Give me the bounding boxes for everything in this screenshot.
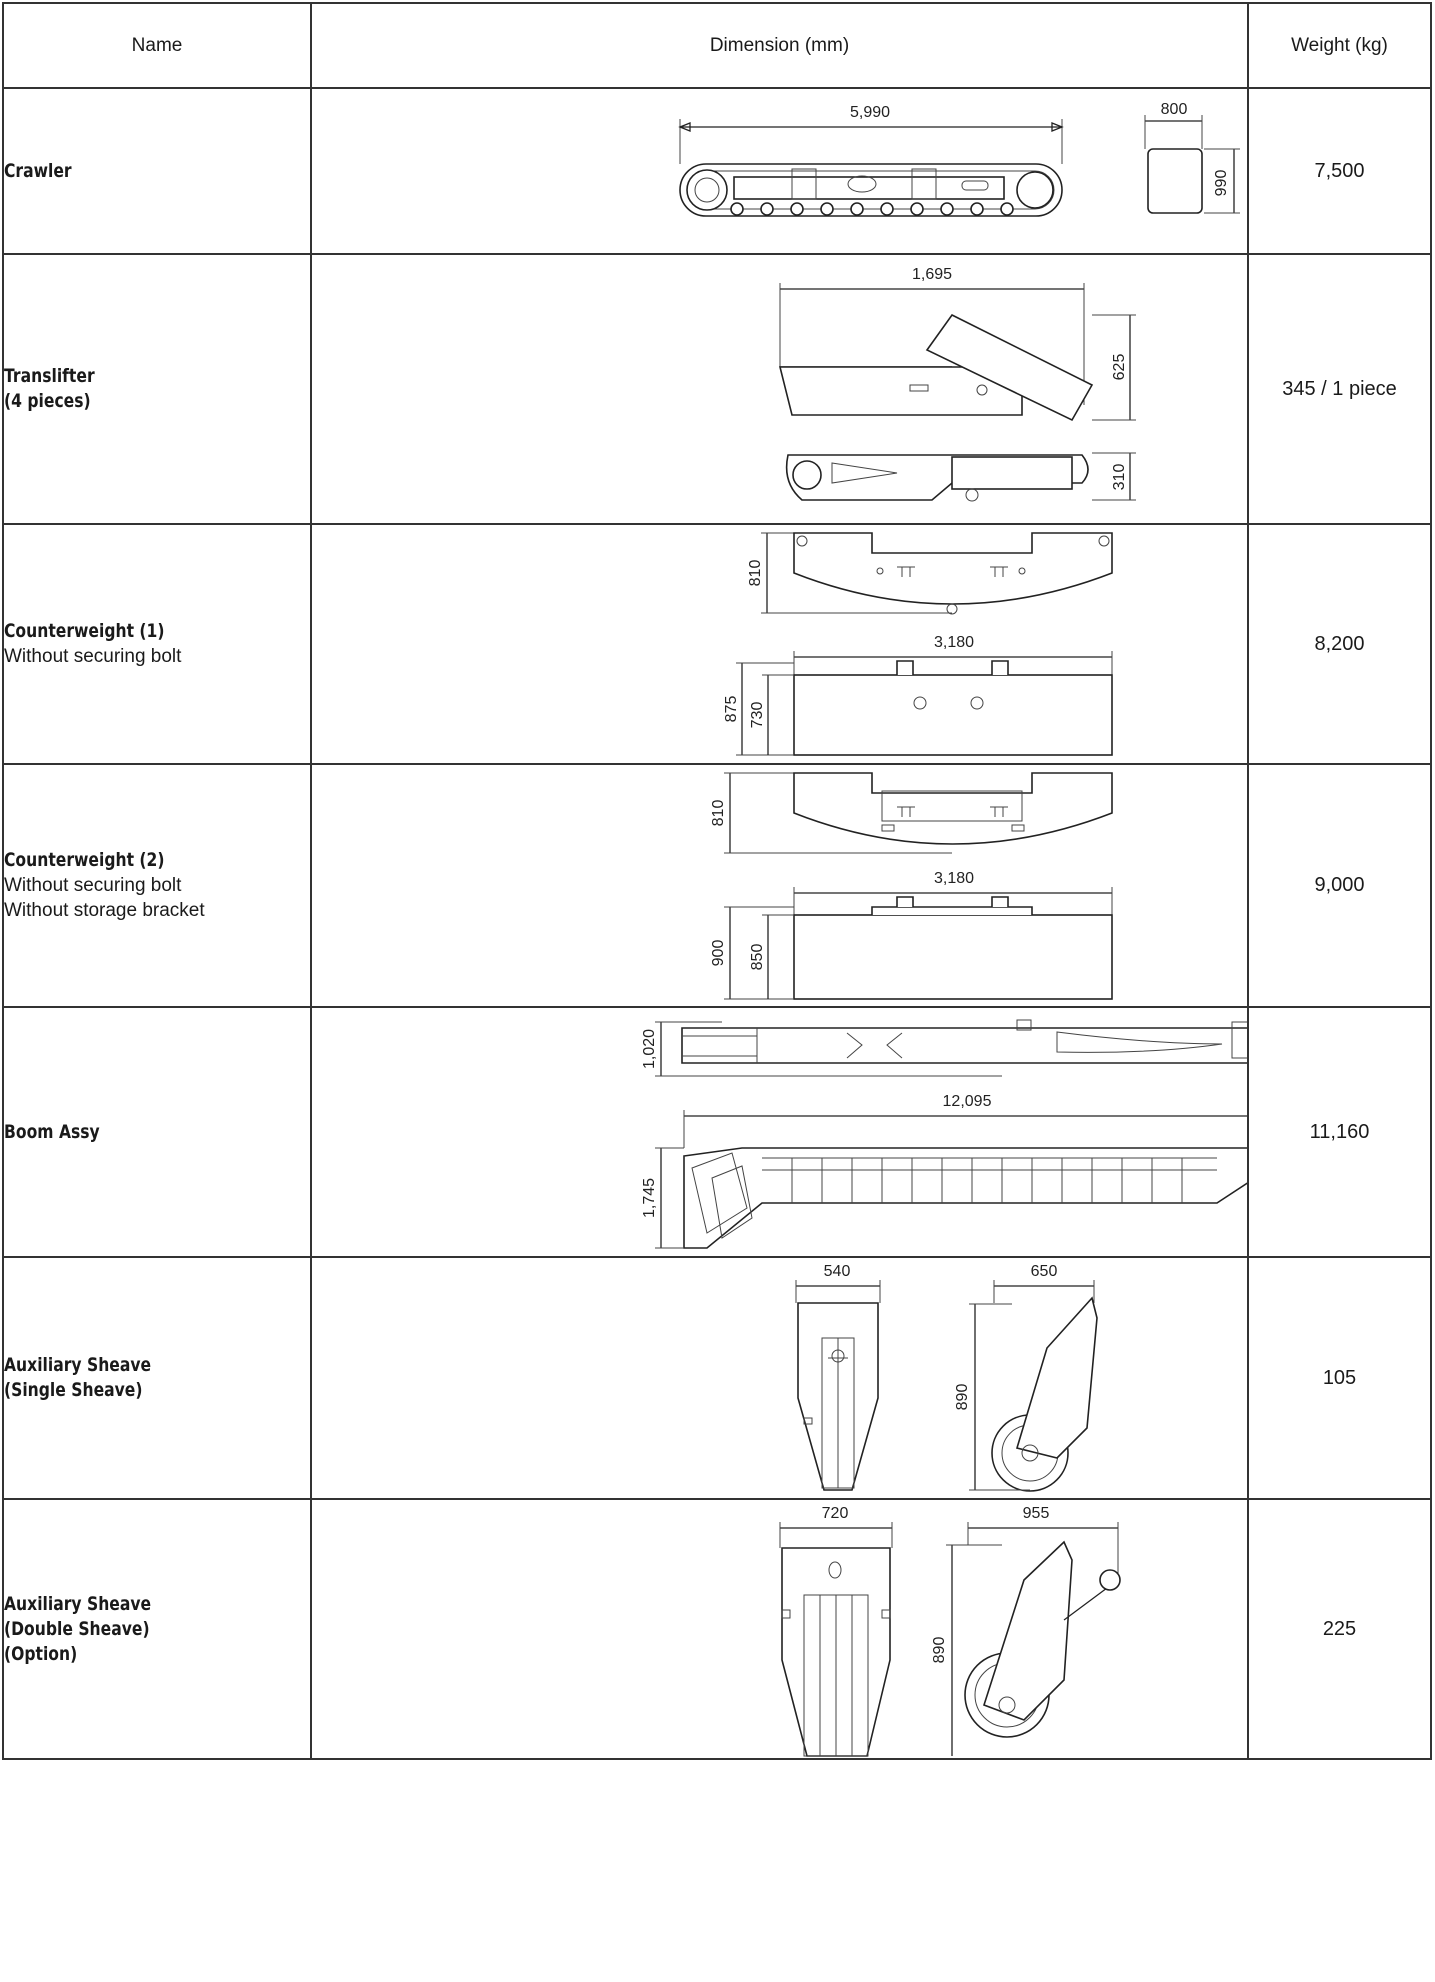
dim-label: 310: [1111, 464, 1128, 491]
table-row-aux-sheave-single: Auxiliary Sheave (Single Sheave) 540 650: [2, 1256, 1432, 1500]
header-weight: Weight (kg): [1247, 2, 1432, 89]
row-weight: 7,500: [1247, 87, 1432, 255]
dim-label: 850: [749, 944, 766, 971]
dim-label: 1,695: [912, 266, 952, 283]
dim-label: 900: [710, 940, 727, 967]
row-name: Auxiliary Sheave (Double Sheave) (Option…: [2, 1498, 312, 1760]
row-note: Without storage bracket: [4, 900, 205, 921]
dim-label: 875: [723, 696, 740, 723]
dim-label: 810: [747, 560, 764, 587]
dimension-drawing: 1,695 625 310: [310, 253, 1249, 525]
row-title-line3: (Option): [4, 1642, 78, 1665]
counterweight-2-drawing: 810 3,180 900 850: [710, 772, 1113, 1000]
row-name: Counterweight (1) Without securing bolt: [2, 523, 312, 765]
row-title: Auxiliary Sheave: [4, 1354, 152, 1376]
component-table: Name Dimension (mm) Weight (kg) Crawler …: [2, 2, 1432, 1760]
dim-label: 800: [1161, 101, 1188, 118]
row-name: Crawler: [2, 87, 312, 255]
table-row-crawler: Crawler 5,990: [2, 87, 1432, 255]
dim-label: 955: [1023, 1505, 1050, 1522]
dimension-drawing: 810 3,180 875 730: [310, 523, 1249, 765]
crawler-drawing: 5,990: [678, 101, 1240, 217]
translifter-drawing: 1,695 625 310: [778, 266, 1136, 502]
header-dimension: Dimension (mm): [310, 2, 1249, 89]
dim-label: 1,020: [641, 1029, 658, 1069]
dimension-drawing: 810 3,180 900 850: [310, 763, 1249, 1008]
dim-label: 3,180: [934, 634, 974, 651]
row-name: Auxiliary Sheave (Single Sheave): [2, 1256, 312, 1500]
row-title: Crawler: [4, 159, 72, 182]
row-title: Translifter: [4, 365, 95, 387]
row-weight: 345 / 1 piece: [1247, 253, 1432, 525]
row-name: Counterweight (2) Without securing bolt …: [2, 763, 312, 1008]
dim-label: 5,990: [850, 104, 890, 121]
dimension-drawing: 540 650 890: [310, 1256, 1249, 1500]
row-weight: 225: [1247, 1498, 1432, 1760]
table-row-translifter: Translifter (4 pieces) 1,695 625: [2, 253, 1432, 525]
boom-assy-drawing: 1,020 12,095: [641, 1019, 1247, 1249]
aux-sheave-single-drawing: 540 650 890: [795, 1263, 1098, 1492]
dim-label: 3,180: [934, 870, 974, 887]
dim-label: 625: [1111, 354, 1128, 381]
dim-label: 720: [822, 1505, 849, 1522]
row-note: Without securing bolt: [4, 646, 182, 667]
row-weight: 105: [1247, 1256, 1432, 1500]
dimension-drawing: 5,990: [310, 87, 1249, 255]
table-header: Name Dimension (mm) Weight (kg): [2, 2, 1432, 89]
row-title: Auxiliary Sheave: [4, 1592, 152, 1615]
row-title: Boom Assy: [4, 1120, 100, 1143]
counterweight-1-drawing: 810 3,180 875 730: [723, 532, 1113, 756]
row-title: Counterweight (2): [4, 849, 165, 871]
header-name: Name: [2, 2, 312, 89]
row-weight: 8,200: [1247, 523, 1432, 765]
row-title-line2: (4 pieces): [4, 390, 91, 412]
dimension-drawing: 1,020 12,095: [310, 1006, 1249, 1258]
dim-label: 1,745: [641, 1178, 658, 1218]
dim-label: 12,095: [943, 1093, 992, 1110]
dim-label: 810: [710, 800, 727, 827]
table-row-aux-sheave-double: Auxiliary Sheave (Double Sheave) (Option…: [2, 1498, 1432, 1760]
row-title-line2: (Single Sheave): [4, 1379, 143, 1401]
row-title-line2: (Double Sheave): [4, 1617, 150, 1640]
aux-sheave-double-drawing: 720 955 890: [779, 1505, 1121, 1757]
row-weight: 9,000: [1247, 763, 1432, 1008]
dim-label: 650: [1031, 1263, 1058, 1280]
dim-label: 890: [931, 1637, 948, 1664]
row-title: Counterweight (1): [4, 620, 165, 642]
dimension-drawing: 720 955 890: [310, 1498, 1249, 1760]
row-name: Boom Assy: [2, 1006, 312, 1258]
dim-label: 540: [824, 1263, 851, 1280]
row-name: Translifter (4 pieces): [2, 253, 312, 525]
dim-label: 990: [1213, 170, 1230, 197]
dim-label: 730: [749, 702, 766, 729]
table-row-counterweight-2: Counterweight (2) Without securing bolt …: [2, 763, 1432, 1008]
dim-label: 890: [954, 1384, 971, 1411]
row-weight: 11,160: [1247, 1006, 1432, 1258]
table-row-boom-assy: Boom Assy 1,020 12,095: [2, 1006, 1432, 1258]
table-row-counterweight-1: Counterweight (1) Without securing bolt …: [2, 523, 1432, 765]
row-note: Without securing bolt: [4, 875, 182, 896]
